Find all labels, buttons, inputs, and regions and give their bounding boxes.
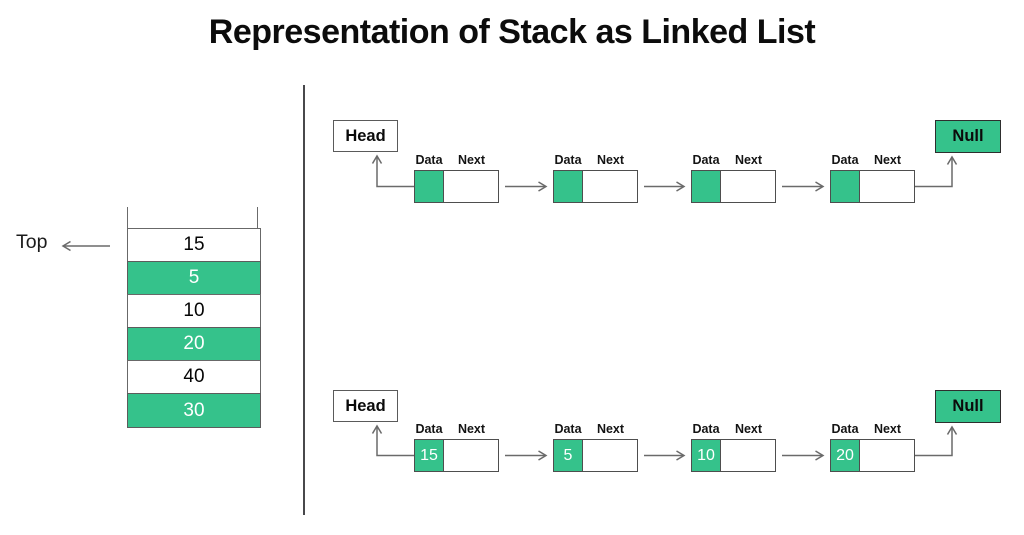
node-labels: Data Next <box>691 153 776 167</box>
node-next-cell <box>721 170 776 203</box>
head-connector-arrow <box>371 424 414 457</box>
stack-cell: 20 <box>127 327 261 362</box>
next-label: Next <box>873 153 902 167</box>
data-label: Data <box>554 153 582 167</box>
head-box: Head <box>333 120 398 152</box>
node-labels: Data Next <box>691 422 776 436</box>
node-next-cell <box>860 439 915 472</box>
list-node: 20 <box>830 439 915 472</box>
node-labels: Data Next <box>830 422 915 436</box>
data-label: Data <box>692 153 720 167</box>
stack-cell: 30 <box>127 393 261 428</box>
data-label: Data <box>692 422 720 436</box>
node-next-cell <box>583 170 638 203</box>
list-node: 10 <box>691 439 776 472</box>
node-next-cell <box>860 170 915 203</box>
node-next-cell <box>444 439 499 472</box>
null-box: Null <box>935 120 1001 153</box>
stack-cell: 40 <box>127 360 261 395</box>
node-next-cell <box>583 439 638 472</box>
data-label: Data <box>415 422 443 436</box>
node-labels: Data Next <box>553 422 638 436</box>
node-labels: Data Next <box>414 422 499 436</box>
node-data-cell <box>414 170 444 203</box>
next-label: Next <box>457 153 486 167</box>
list-node <box>830 170 915 203</box>
data-label: Data <box>415 153 443 167</box>
list-node <box>553 170 638 203</box>
node-next-cell <box>721 439 776 472</box>
next-label: Next <box>734 422 763 436</box>
next-label: Next <box>734 153 763 167</box>
next-label: Next <box>873 422 902 436</box>
next-label: Next <box>596 422 625 436</box>
node-data-cell: 15 <box>414 439 444 472</box>
node-labels: Data Next <box>830 153 915 167</box>
stack-cell: 5 <box>127 260 261 296</box>
node-labels: Data Next <box>414 153 499 167</box>
stack-cell: 10 <box>127 294 261 329</box>
stack-open-top <box>127 207 258 230</box>
stack-top-label: Top <box>16 231 48 253</box>
stack-cell: 15 <box>127 227 261 263</box>
node-next-cell <box>444 170 499 203</box>
null-connector-arrow <box>915 425 958 457</box>
data-label: Data <box>554 422 582 436</box>
null-connector-arrow <box>915 155 958 188</box>
data-label: Data <box>831 153 859 167</box>
next-label: Next <box>596 153 625 167</box>
node-data-cell: 5 <box>553 439 583 472</box>
stack-diagram: 15 5 10 20 40 30 <box>127 227 261 428</box>
head-box: Head <box>333 390 398 422</box>
node-data-cell <box>691 170 721 203</box>
vertical-divider <box>303 85 306 515</box>
data-label: Data <box>831 422 859 436</box>
list-node: 5 <box>553 439 638 472</box>
node-data-cell <box>553 170 583 203</box>
null-box: Null <box>935 390 1001 423</box>
node-data-cell: 10 <box>691 439 721 472</box>
list-node <box>414 170 499 203</box>
list-node <box>691 170 776 203</box>
node-data-cell: 20 <box>830 439 860 472</box>
node-labels: Data Next <box>553 153 638 167</box>
node-data-cell <box>830 170 860 203</box>
head-connector-arrow <box>371 154 414 188</box>
page-title: Representation of Stack as Linked List <box>208 13 816 51</box>
next-label: Next <box>457 422 486 436</box>
list-node: 15 <box>414 439 499 472</box>
